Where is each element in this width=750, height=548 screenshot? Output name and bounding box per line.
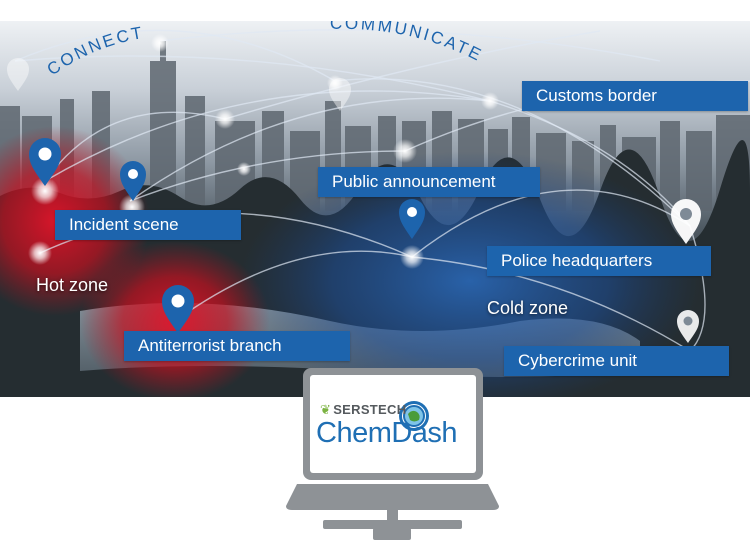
leaf-icon: ❦ [320, 402, 332, 417]
cold-zone-glow [240, 151, 700, 397]
hot-zone-text: Hot zone [36, 275, 109, 295]
map-pin-icon [162, 285, 194, 333]
incident-scene-label[interactable]: Incident scene [55, 210, 241, 240]
map-pin-icon [29, 138, 61, 186]
police-headquarters-label[interactable]: Police headquarters [487, 246, 711, 276]
map-pin-icon [677, 310, 699, 343]
map-pin-icon [329, 78, 351, 111]
laptop-graphic [286, 368, 499, 540]
communicate-heading: COMMUNICATE [330, 21, 486, 65]
map-pin-icon [399, 199, 425, 239]
customs-border-label[interactable]: Customs border [522, 81, 748, 111]
public-announcement-label[interactable]: Public announcement [318, 167, 540, 197]
company-name: SERSTECH [333, 402, 407, 417]
scene-graphics: CONNECT COMMUNICATE [0, 21, 750, 397]
laptop-illustration: ❦SERSTECH ChemDash [285, 368, 500, 548]
network-lines [14, 29, 750, 352]
serstech-logo: ❦SERSTECH [320, 402, 406, 418]
cybercrime-unit-label[interactable]: Cybercrime unit [504, 346, 729, 376]
network-scene: CONNECT COMMUNICATE Customs border Publi… [0, 21, 750, 397]
map-pin-icon [671, 199, 701, 244]
map-pin-icon [120, 161, 146, 201]
globe-seal-icon [399, 401, 429, 431]
cold-zone-text: Cold zone [487, 298, 569, 318]
antiterrorist-branch-label[interactable]: Antiterrorist branch [124, 331, 350, 361]
chemdash-logo: ChemDash [316, 417, 458, 449]
network-nodes [28, 34, 499, 269]
map-pin-icon [7, 58, 29, 91]
